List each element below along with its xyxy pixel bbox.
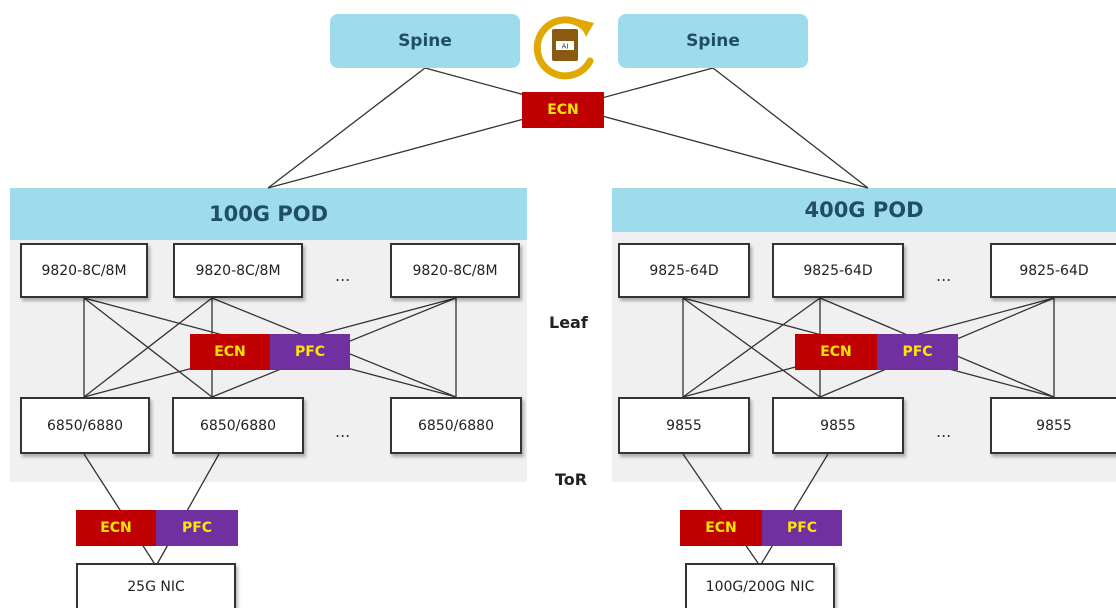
pod2-mid-ecn-tag: ECN [795,334,877,370]
tor-switch: 9855 [990,397,1116,454]
leaf-switch: 9820-8C/8M [173,243,303,298]
leaf-switch: 9825-64D [618,243,750,298]
nic-card: 100G/200G NIC [685,563,835,608]
pod1-nic-pfc-tag: PFC [156,510,238,546]
leaf-switch: 9825-64D [772,243,904,298]
pod2-mid-pfc-tag: PFC [877,334,958,370]
tor-switch: 6850/6880 [20,397,150,454]
pod1-mid-pfc-tag: PFC [270,334,350,370]
nic-card: 25G NIC [76,563,236,608]
leaf-ellipsis: ... [335,266,351,285]
tor-layer-label: ToR [555,470,588,489]
tor-switch: 9855 [618,397,750,454]
pod2-nic-pfc-tag: PFC [762,510,842,546]
link-spine1-pod1 [267,67,426,189]
ai-refresh-icon: AI [533,16,594,80]
tor-switch: 9855 [772,397,904,454]
pod1-nic-ecn-tag: ECN [76,510,156,546]
core-ecn-tag: ECN [522,92,604,128]
leaf-switch: 9820-8C/8M [390,243,520,298]
pod2-title: 400G POD [612,188,1116,232]
tor-switch: 6850/6880 [390,397,522,454]
spine-switch-left: Spine [330,14,520,68]
leaf-switch: 9825-64D [990,243,1116,298]
leaf-layer-label: Leaf [549,313,588,332]
tor-switch: 6850/6880 [172,397,304,454]
pod2-nic-ecn-tag: ECN [680,510,762,546]
link-spine2-pod1 [267,67,714,189]
ai-icon-label: AI [562,43,569,51]
tor-ellipsis: ... [335,422,351,441]
spine-switch-right: Spine [618,14,808,68]
leaf-switch: 9820-8C/8M [20,243,148,298]
link-spine2-pod2 [712,67,869,189]
pod1-title: 100G POD [10,188,527,240]
link-spine1-pod2 [424,67,869,189]
leaf-ellipsis: ... [936,266,952,285]
tor-ellipsis: ... [936,422,952,441]
pod1-mid-ecn-tag: ECN [190,334,270,370]
